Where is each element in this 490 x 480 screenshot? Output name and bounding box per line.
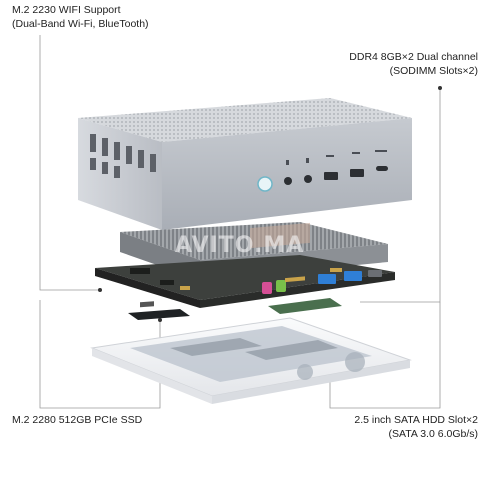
- m2-ssd-module: [128, 301, 190, 320]
- pcb-components: [130, 268, 342, 290]
- wifi-card-module: [268, 276, 342, 314]
- audio-port-pink-icon: [262, 282, 272, 294]
- ram-callout-line2: (SODIMM Slots×2): [389, 65, 478, 77]
- power-button-icon: [257, 176, 273, 192]
- usb-port-blue-icon: [344, 271, 362, 281]
- heatsink-highlight: [250, 222, 310, 249]
- ram-callout-dot: [438, 86, 442, 90]
- ssd-chip: [140, 301, 154, 308]
- audio-jack-icon: [284, 177, 292, 185]
- wifi-callout-line2: (Dual-Band Wi-Fi, BlueTooth): [12, 18, 149, 30]
- ssd-callout: M.2 2280 512GB PCIe SSD: [12, 413, 142, 427]
- hdd-bay-detail: [170, 338, 365, 380]
- hdmi-port-icon: [368, 270, 382, 277]
- hdd-callout: 2.5 inch SATA HDD Slot×2 (SATA 3.0 6.0Gb…: [354, 413, 478, 441]
- chassis-top-face: [78, 98, 412, 142]
- motherboard-assembly: [95, 222, 395, 308]
- hdd-callout-line2: (SATA 3.0 6.0Gb/s): [388, 428, 478, 440]
- wifi-callout-line: [39, 35, 100, 291]
- callout-lines: [39, 35, 442, 409]
- ssd-callout-dot: [158, 318, 162, 322]
- wifi-callout-dot: [98, 288, 102, 292]
- usb-a-port-icon: [350, 169, 364, 177]
- bottom-base-tray: [90, 317, 412, 404]
- chassis-vent-slots: [90, 134, 156, 178]
- tray-left-wall: [92, 348, 212, 404]
- ssd-callout-line1: M.2 2280 512GB PCIe SSD: [12, 414, 143, 426]
- tray-front-wall: [212, 360, 410, 404]
- ssd-pcb: [128, 309, 190, 320]
- pcb-edge: [95, 268, 200, 308]
- chassis-front-face: [162, 118, 412, 230]
- usb-a-port-icon: [324, 172, 338, 180]
- wifi-callout: M.2 2230 WIFI Support (Dual-Band Wi-Fi, …: [12, 3, 149, 31]
- ram-callout: DDR4 8GB×2 Dual channel (SODIMM Slots×2): [349, 50, 478, 78]
- port-labels: [286, 150, 387, 165]
- watermark-text: AVITO.MA: [175, 233, 304, 258]
- wifi-callout-line1: M.2 2230 WIFI Support: [12, 4, 121, 16]
- pcb-board: [95, 255, 395, 300]
- mic-jack-icon: [304, 175, 312, 183]
- ram-callout-line1: DDR4 8GB×2 Dual channel: [349, 51, 478, 63]
- usb-c-port-icon: [376, 166, 388, 171]
- hdd-callout-line1: 2.5 inch SATA HDD Slot×2: [354, 414, 478, 426]
- mini-pc-chassis: [78, 98, 412, 230]
- audio-port-green-icon: [276, 280, 286, 292]
- usb-port-blue-icon: [318, 274, 336, 284]
